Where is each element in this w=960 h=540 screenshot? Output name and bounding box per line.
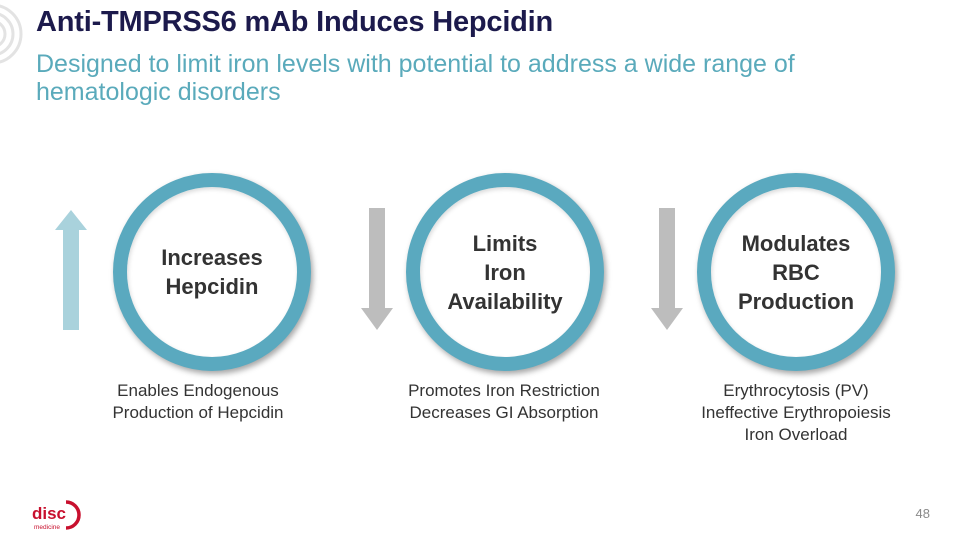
description-line: Enables Endogenous <box>117 381 279 400</box>
step-description: Promotes Iron Restriction Decreases GI A… <box>364 380 644 424</box>
up-arrow-icon <box>55 210 87 330</box>
circle-modulates-rbc-production: Modulates RBC Production <box>697 173 895 371</box>
disc-medicine-logo: disc medicine <box>32 500 81 531</box>
step-description: Enables Endogenous Production of Hepcidi… <box>58 380 338 424</box>
slide-subtitle: Designed to limit iron levels with poten… <box>36 50 795 106</box>
logo-text: disc <box>32 504 66 523</box>
circle-label: Modulates RBC Production <box>737 230 855 314</box>
description-line: Promotes Iron Restriction <box>408 381 600 400</box>
description-line: Ineffective Erythropoiesis <box>701 403 891 422</box>
description-line: Production of Hepcidin <box>112 403 284 422</box>
circle-label: Limits Iron Availability <box>447 230 563 314</box>
circle-label: Increases Hepcidin <box>161 245 263 299</box>
step-description: Erythrocytosis (PV) Ineffective Erythrop… <box>656 380 936 446</box>
down-arrow-icon <box>361 208 393 330</box>
circle-increases-hepcidin: Increases Hepcidin <box>113 173 311 371</box>
slide-title: Anti-TMPRSS6 mAb Induces Hepcidin <box>36 6 554 38</box>
down-arrow-icon <box>651 208 683 330</box>
page-number: 48 <box>915 506 930 521</box>
description-line: Iron Overload <box>744 425 848 444</box>
corner-rings-decoration <box>0 4 23 64</box>
description-line: Decreases GI Absorption <box>409 403 599 422</box>
circle-limits-iron-availability: Limits Iron Availability <box>406 173 604 371</box>
logo-subtext: medicine <box>34 524 60 531</box>
description-line: Erythrocytosis (PV) <box>723 381 869 400</box>
